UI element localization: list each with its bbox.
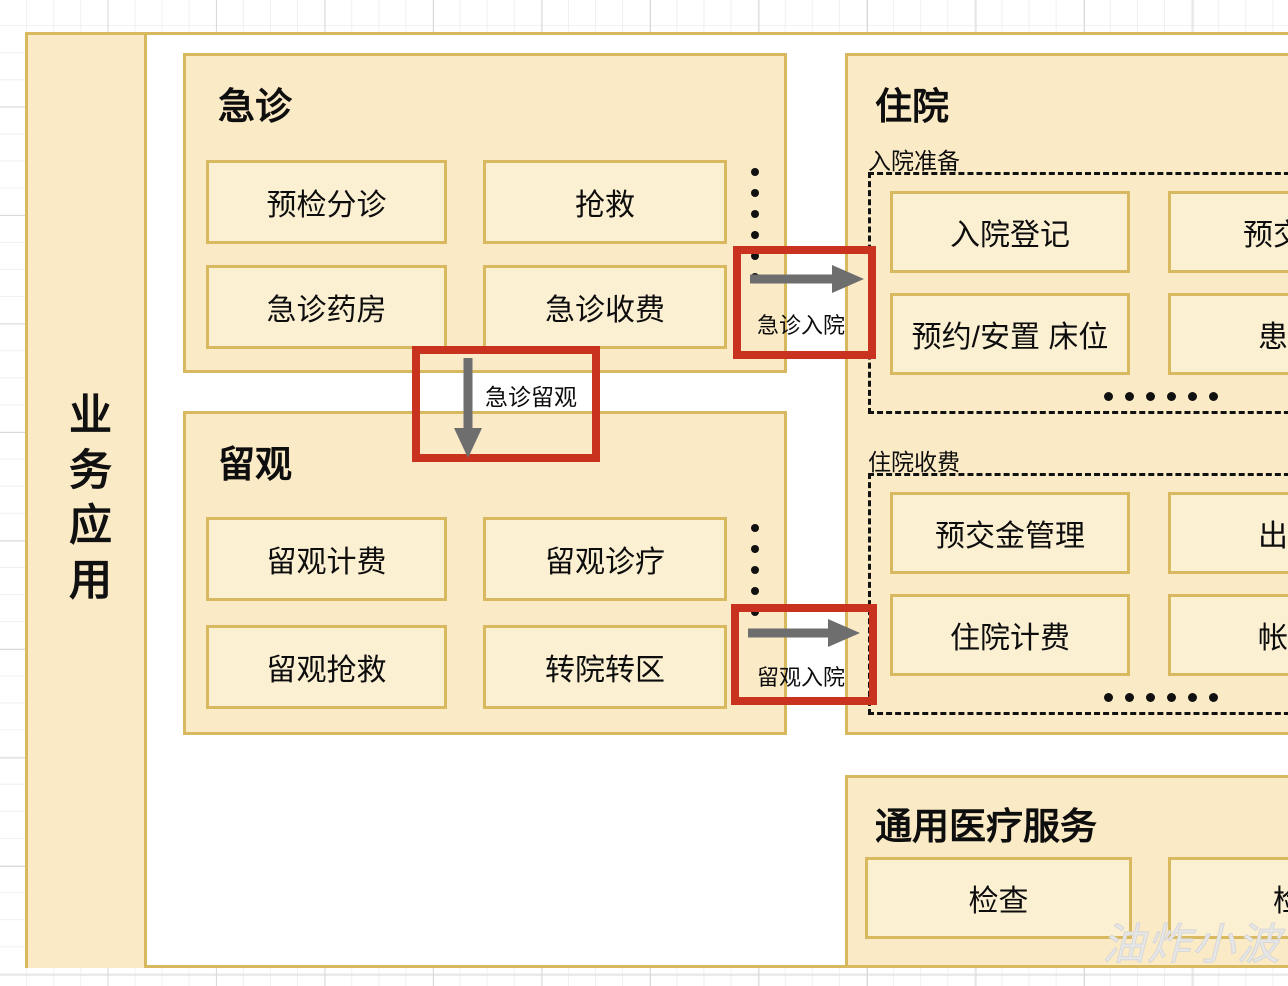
inpatient-billing-more-ellipsis-icon [1104, 693, 1218, 702]
tile-observation-transfer[interactable]: 转院转区 [483, 625, 727, 709]
tile-emergency-pharmacy[interactable]: 急诊药房 [206, 265, 447, 349]
subgroup-inpatient-billing-label: 住院收费 [868, 449, 960, 475]
tile-emergency-triage[interactable]: 预检分诊 [206, 160, 447, 244]
flow-emergency-observation-arrow-icon [454, 358, 482, 458]
tile-examination[interactable]: 检查 [865, 857, 1132, 939]
group-general-medical-title: 通用医疗服务 [875, 806, 1097, 847]
tile-observation-billing[interactable]: 留观计费 [206, 517, 447, 601]
tile-patient-management[interactable]: 患者 [1168, 293, 1288, 375]
tile-bed-reservation[interactable]: 预约/安置 床位 [890, 293, 1130, 375]
group-emergency-title: 急诊 [218, 86, 292, 127]
flow-observation-admission-highlight[interactable] [731, 604, 877, 705]
flow-observation-admission-arrow-icon [748, 619, 860, 647]
tile-emergency-billing[interactable]: 急诊收费 [483, 265, 727, 349]
flow-observation-admission-label: 留观入院 [757, 665, 846, 690]
tile-observation-treatment[interactable]: 留观诊疗 [483, 517, 727, 601]
flow-emergency-observation-label: 急诊留观 [485, 384, 577, 410]
watermark-text: 油炸小波 [1102, 921, 1282, 970]
group-emergency: 急诊 预检分诊 抢救 急诊药房 急诊收费 [183, 53, 787, 373]
tile-discharge-settlement[interactable]: 出院 [1168, 492, 1288, 574]
flow-emergency-admission-arrow-icon [750, 265, 864, 293]
tile-advance-payment[interactable]: 预交金 [1168, 191, 1288, 273]
tile-admission-registration[interactable]: 入院登记 [890, 191, 1130, 273]
admission-prep-more-ellipsis-icon [1104, 392, 1218, 401]
subgroup-inpatient-billing [868, 473, 1288, 715]
tile-advance-payment-management[interactable]: 预交金管理 [890, 492, 1130, 574]
tile-observation-resuscitation[interactable]: 留观抢救 [206, 625, 447, 709]
group-inpatient: 住院 入院准备 入院登记 预交金 预约/安置 床位 患者 住院收费 预交金管理 … [845, 53, 1288, 735]
group-observation-title: 留观 [218, 444, 292, 485]
tile-inpatient-billing[interactable]: 住院计费 [890, 594, 1130, 676]
domain-band-label: 业务应用 [62, 391, 111, 612]
group-observation: 留观 留观计费 留观诊疗 留观抢救 转院转区 [183, 411, 787, 735]
flow-emergency-admission-highlight[interactable] [733, 246, 876, 359]
group-general-medical-service: 通用医疗服务 检查 检 [845, 775, 1288, 968]
tile-inspection[interactable]: 检 [1168, 857, 1288, 939]
domain-band-business-application: 业务应用 [25, 32, 147, 968]
tile-account-page[interactable]: 帐页 [1168, 594, 1288, 676]
tile-emergency-resuscitation[interactable]: 抢救 [483, 160, 727, 244]
flow-emergency-admission-label: 急诊入院 [757, 313, 846, 338]
subgroup-admission-prep-label: 入院准备 [868, 148, 960, 174]
group-inpatient-title: 住院 [875, 86, 949, 127]
flow-emergency-observation-highlight[interactable] [412, 346, 600, 462]
